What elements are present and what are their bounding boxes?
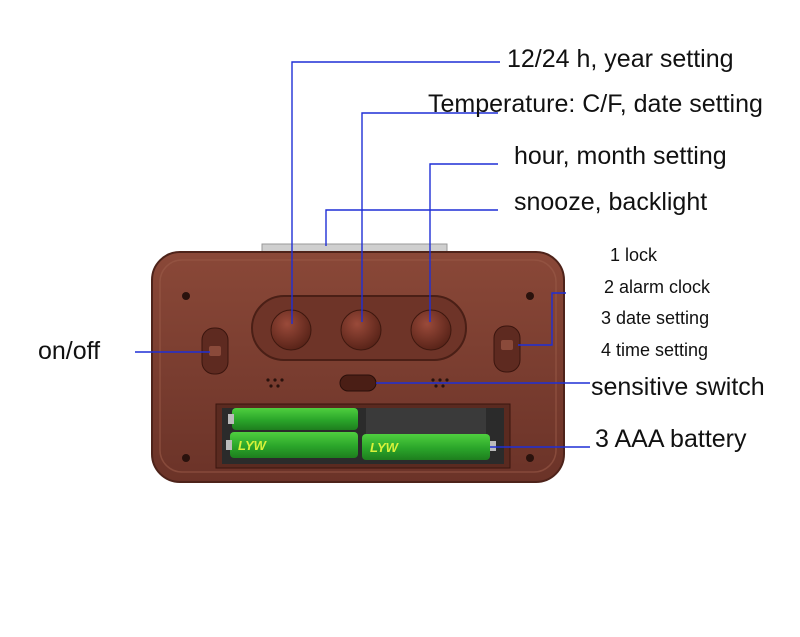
screw-icon <box>526 292 534 300</box>
snooze-label: snooze, backlight <box>514 188 708 216</box>
mode-item-lock: 1 lock <box>610 245 658 265</box>
on-off-label: on/off <box>38 337 101 365</box>
leader-lines <box>135 61 590 448</box>
temperature-setting-label: Temperature: C/F, date setting <box>428 90 763 118</box>
sensitive-switch[interactable] <box>339 374 377 392</box>
mode-item-alarm: 2 alarm clock <box>604 277 711 297</box>
battery-brand-logo: LYW <box>370 440 400 455</box>
temperature-button[interactable] <box>340 309 382 351</box>
mode-item-time: 4 time setting <box>601 340 709 360</box>
hour-setting-button[interactable] <box>410 309 452 351</box>
speaker-grille <box>266 378 449 388</box>
battery-1 <box>228 408 358 430</box>
mode-item-date: 3 date setting <box>601 308 710 328</box>
screw-icon <box>182 454 190 462</box>
battery-3: LYW <box>362 434 496 460</box>
year-setting-button[interactable] <box>270 309 312 351</box>
battery-label: 3 AAA battery <box>595 425 747 453</box>
screw-icon <box>526 454 534 462</box>
sensitive-switch-label: sensitive switch <box>591 373 765 401</box>
year-setting-label: 12/24 h, year setting <box>507 45 734 73</box>
screw-icon <box>182 292 190 300</box>
hour-setting-label: hour, month setting <box>514 142 727 170</box>
battery-brand-logo: LYW <box>238 438 268 453</box>
battery-2: LYW <box>226 432 358 458</box>
